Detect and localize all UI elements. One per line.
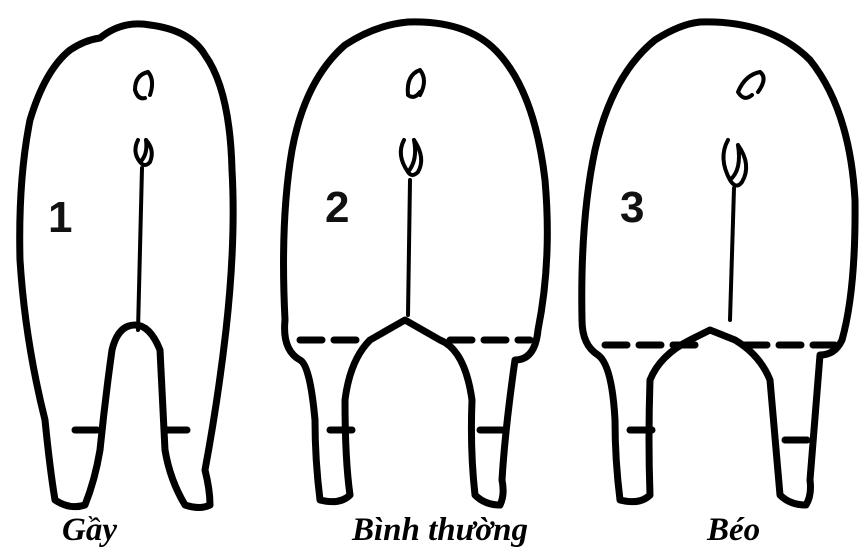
caption-thin: Gầy (62, 512, 117, 549)
figure-number-3: 3 (620, 183, 644, 232)
caption-normal: Bình thường (352, 512, 528, 549)
pig-outline-thin: 1 (20, 24, 233, 508)
figure-number-1: 1 (48, 193, 72, 242)
pig-outline-fat: 3 (582, 22, 855, 505)
caption-fat: Béo (707, 512, 760, 549)
pig-outline-normal: 2 (284, 22, 548, 505)
figure-number-2: 2 (325, 183, 349, 232)
